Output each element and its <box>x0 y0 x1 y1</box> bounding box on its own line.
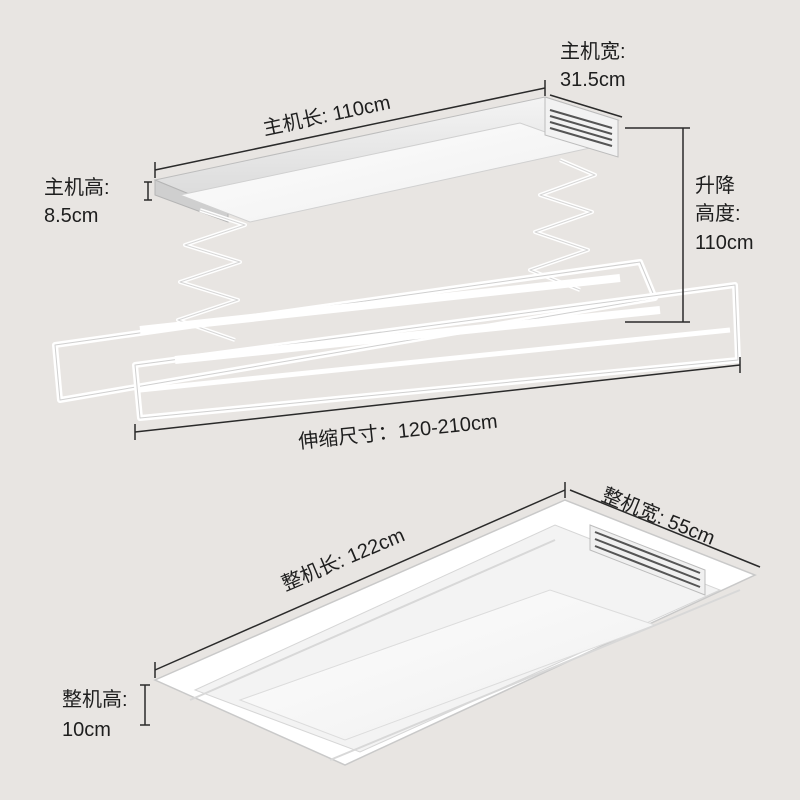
overall-height-label: 整机高: <box>62 689 128 711</box>
host-width-label: 主机宽: <box>560 41 626 63</box>
top-dimension-lines <box>134 80 741 440</box>
lift-height-line2: 高度: <box>695 203 741 225</box>
top-host-unit <box>153 96 620 223</box>
scissor-arms <box>176 158 597 342</box>
host-fan-box <box>544 96 619 158</box>
host-height-value: 8.5cm <box>44 205 99 227</box>
host-height-label: 主机高: <box>44 177 110 199</box>
bottom-fan-box <box>589 524 706 596</box>
bottom-dimension-lines <box>140 482 761 726</box>
lift-height-value: 110cm <box>695 232 754 254</box>
host-width-value: 31.5cm <box>560 69 626 91</box>
overall-height-value: 10cm <box>62 719 111 741</box>
drying-rack <box>52 259 741 421</box>
bottom-rack-rails <box>189 539 741 761</box>
lift-height-line1: 升降 <box>695 175 735 197</box>
bottom-complete-unit <box>153 499 757 766</box>
